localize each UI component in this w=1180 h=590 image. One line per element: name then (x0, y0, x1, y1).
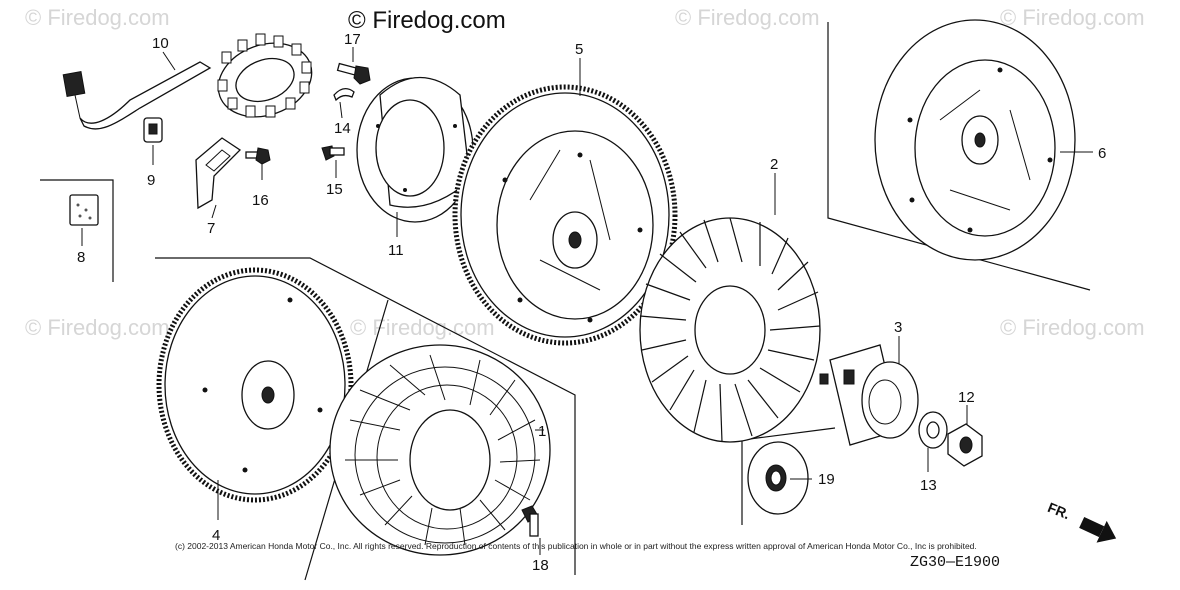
stator-part (62, 33, 313, 130)
callout-19: 19 (818, 471, 835, 488)
bracket-part (195, 137, 242, 210)
callout-3: 3 (894, 319, 902, 336)
copyright-notice: (c) 2002-2013 American Honda Motor Co., … (175, 541, 977, 551)
front-indicator-label: FR. (1046, 499, 1073, 522)
callout-2: 2 (770, 156, 778, 173)
callout-17: 17 (344, 31, 361, 48)
callout-4: 4 (212, 527, 220, 544)
front-indicator: FR. (1046, 499, 1117, 543)
callout-13: 13 (920, 477, 937, 494)
callout-6: 6 (1098, 145, 1106, 162)
callout-18: 18 (532, 557, 549, 574)
washer-part (918, 411, 948, 449)
starter-pulley-part (819, 344, 919, 446)
bolt-16 (245, 147, 271, 165)
key-part (333, 88, 355, 102)
callout-8: 8 (77, 249, 85, 266)
flywheel-5-part (452, 84, 678, 346)
watermark-faint: © Firedog.com (25, 315, 170, 340)
watermark-faint: © Firedog.com (350, 315, 495, 340)
watermark-faint: © Firedog.com (675, 5, 820, 30)
bolt-15 (321, 145, 345, 161)
callout-1: 1 (538, 423, 546, 440)
flywheel-6-part (874, 19, 1076, 261)
callout-14: 14 (334, 120, 351, 137)
diagram-code: ZG30—E1900 (910, 554, 1000, 571)
callout-16: 16 (252, 192, 269, 209)
clip-part (143, 117, 163, 143)
watermark-faint: © Firedog.com (25, 5, 170, 30)
front-arrow-icon (1079, 516, 1117, 543)
callout-5: 5 (575, 41, 583, 58)
bolt-17 (336, 62, 371, 85)
grid-fan-part (329, 344, 551, 556)
watermark-faint: © Firedog.com (1000, 315, 1145, 340)
watermark-main: © Firedog.com (348, 7, 506, 34)
flywheel-4-part (156, 267, 354, 503)
spacer-ring-part (356, 76, 474, 223)
nut-part (947, 423, 983, 467)
callout-12: 12 (958, 389, 975, 406)
bolt-18 (521, 505, 539, 537)
callout-9: 9 (147, 172, 155, 189)
callout-7: 7 (207, 220, 215, 237)
watermark-faint: © Firedog.com (1000, 5, 1145, 30)
callout-15: 15 (326, 181, 343, 198)
callout-10: 10 (152, 35, 169, 52)
plate-washer-part (747, 441, 809, 515)
leader-lines (81, 47, 1093, 555)
block-part (69, 194, 99, 226)
callout-11: 11 (388, 242, 404, 259)
callout-labels: 1 2 3 4 5 6 7 8 9 10 11 12 13 14 15 16 1… (77, 31, 1106, 574)
cooling-fan-part (639, 217, 821, 443)
